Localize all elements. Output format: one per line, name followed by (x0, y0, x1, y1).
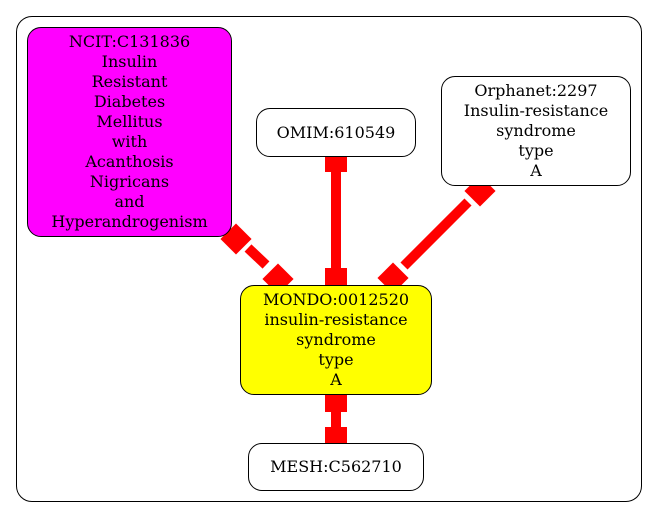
node-label-line: OMIM:610549 (276, 122, 396, 142)
cluster-box (16, 16, 642, 502)
node-label-line: type (518, 141, 554, 160)
edge-ncit-mondo (220, 223, 294, 295)
node-label-line: A (530, 161, 542, 180)
node-label-line: MESH:C562710 (270, 457, 402, 476)
edge-line (400, 198, 472, 270)
node-label-line: Nigricans (89, 172, 170, 191)
node-omim[interactable]: OMIM:610549 (256, 108, 416, 157)
node-mesh[interactable]: MESH:C562710 (248, 443, 424, 491)
node-label-line: type (318, 350, 354, 369)
node-label-line: Hyperandrogenism (51, 212, 208, 231)
node-label-line: Orphanet:2297 (474, 81, 598, 100)
node-label-line: Mellitus (96, 112, 163, 131)
edge-head-tail (325, 390, 347, 412)
node-label-line: syndrome (296, 330, 376, 349)
node-label-line: MONDO:0012520 (262, 290, 410, 309)
edge-line (244, 244, 270, 269)
edge-head-arrow (325, 268, 347, 290)
node-label-line: Resistant (91, 72, 168, 91)
node-label-line: Diabetes (93, 92, 166, 111)
node-label-line: Insulin-resistance (463, 101, 609, 120)
node-label-line: syndrome (496, 121, 576, 140)
node-label-line: Acanthosis (85, 152, 174, 171)
node-label-line: A (330, 370, 342, 389)
edge-mondo-mesh (325, 390, 347, 449)
node-label-line: and (114, 192, 145, 211)
node-label-line: with (111, 132, 148, 151)
edge-omim-mondo (325, 150, 347, 290)
edge-orphanet-mondo (377, 175, 496, 294)
node-label-line: insulin-resistance (264, 310, 408, 329)
node-label-line: Insulin (101, 52, 158, 71)
node-label-line: NCIT:C131836 (68, 32, 191, 51)
